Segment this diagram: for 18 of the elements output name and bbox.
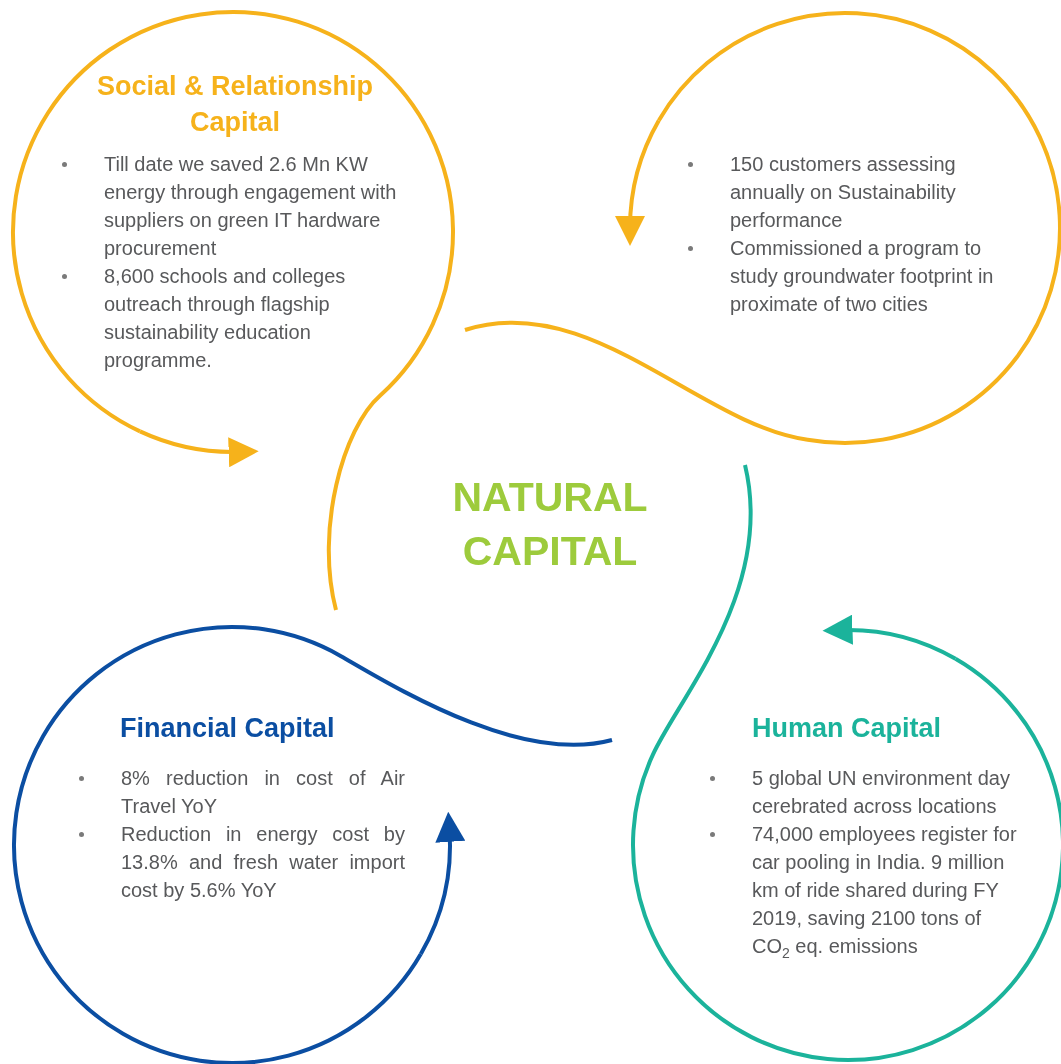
curved-arrow: [822, 615, 957, 661]
bullet-text: 5 global UN environment day cerebrated across locations: [752, 766, 1011, 819]
curved-arrow: [419, 811, 465, 955]
bullet-text: 150 customers assessing annually on Sustainability performance: [730, 152, 957, 233]
heading: Social & Relationship Capital: [95, 70, 375, 139]
curved-arrow: [139, 429, 259, 467]
bullet-text: Till date we saved 2.6 Mn KW energy through engagement with suppliers on green IT hardware procurement: [104, 152, 398, 261]
bullet-text: 8% reduction in cost of Air Travel YoY: [121, 766, 405, 819]
bullet-text: Reduction in energy cost by 13.8% and fresh water import cost by 5.6% YoY: [121, 822, 405, 903]
bullet-text: 74,000 employees register for car pooling in India. 9 million km of ride shared during FY 2019, saving 2100 tons of CO$_{2}$ eq. emissions: [752, 822, 1018, 960]
heading: Financial Capital: [120, 712, 336, 745]
curved-arrow: [615, 119, 661, 246]
bullet-text: 8,600 schools and colleges outreach through flagship sustainability education programme.: [104, 264, 347, 373]
loop-outline: [462, 8, 1061, 448]
center-title: NATURAL CAPITAL: [451, 473, 649, 576]
loop-outline: [10, 625, 615, 1062]
heading: Human Capital: [752, 712, 943, 745]
bullet-text: Commissioned a program to study groundwater footprint in proximate of two cities: [730, 236, 995, 317]
